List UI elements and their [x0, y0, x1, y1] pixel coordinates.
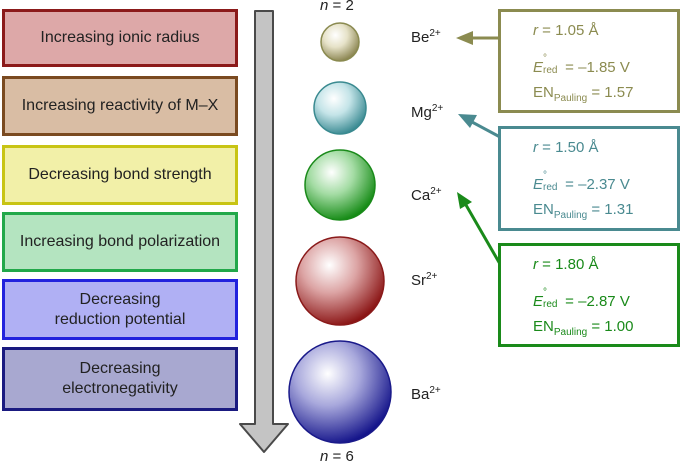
en-subscript: Pauling — [553, 327, 588, 338]
radius-symbol: r — [533, 256, 538, 273]
en-value: = 1.57 — [587, 84, 634, 101]
potential-symbol: E — [533, 176, 544, 193]
arrow-be — [456, 31, 498, 45]
radius-value: = 1.05 Å — [538, 22, 599, 39]
potential-value: = –2.37 V — [561, 176, 630, 193]
potential-subscript: red — [543, 299, 558, 310]
potential-symbol: E — [533, 293, 544, 310]
trend-ionic-radius: Increasing ionic radius — [2, 9, 238, 67]
potential-standard-mark: ° — [543, 53, 548, 64]
ion-charge: 2+ — [429, 385, 441, 396]
en-value: = 1.31 — [587, 201, 634, 218]
en-subscript: Pauling — [553, 210, 588, 221]
ion-symbol: Ca — [411, 187, 431, 204]
ion-symbol: Ba — [411, 386, 430, 403]
en-subscript: Pauling — [553, 93, 588, 104]
trend-label: Decreasing bond strength — [28, 166, 212, 183]
n-value: = 2 — [328, 0, 354, 14]
trend-label: Decreasing reduction potential — [54, 290, 186, 328]
ion-label-sr: Sr2+ — [411, 271, 437, 289]
en-value: = 1.00 — [587, 318, 634, 335]
radius-symbol: r — [533, 139, 538, 156]
ion-symbol: Sr — [411, 272, 426, 289]
n-value: = 6 — [328, 448, 354, 465]
radius-symbol: r — [533, 22, 538, 39]
en-symbol: EN — [533, 84, 554, 101]
ion-symbol: Be — [411, 29, 430, 46]
trend-electronegativity: Decreasing electronegativity — [2, 347, 238, 411]
sphere-ca — [304, 149, 376, 221]
potential-subscript: red — [543, 65, 558, 76]
potential-subscript: red — [543, 182, 558, 193]
trend-bond-strength: Decreasing bond strength — [2, 145, 238, 205]
potential-standard-mark: ° — [543, 170, 548, 181]
ion-charge: 2+ — [426, 271, 438, 282]
ion-charge: 2+ — [430, 186, 442, 197]
trend-label: Increasing ionic radius — [40, 29, 200, 46]
potential-standard-mark: ° — [543, 287, 548, 298]
sphere-be — [320, 22, 360, 62]
sphere-mg — [313, 81, 367, 135]
arrow-mg — [458, 114, 501, 139]
ion-charge: 2+ — [431, 103, 444, 114]
trend-label: Increasing reactivity of M–X — [21, 97, 219, 114]
ion-label-be: Be2+ — [411, 28, 441, 46]
property-card-be: r = 1.05 Å E°red = –1.85 V ENPauling = 1… — [498, 9, 680, 113]
n-var: n — [320, 448, 329, 465]
en-symbol: EN — [533, 318, 554, 335]
trend-down-arrow — [239, 10, 289, 453]
ion-charge: 2+ — [429, 28, 441, 39]
trend-bond-polarization: Increasing bond polarization — [2, 212, 238, 272]
ion-label-ba: Ba2+ — [411, 385, 441, 403]
property-card-ca: r = 1.80 Å E°red = –2.87 V ENPauling = 1… — [498, 243, 680, 347]
n-var: n — [320, 0, 329, 14]
ion-label-ca: Ca2+ — [411, 186, 442, 204]
trend-label: Increasing bond polarization — [19, 233, 221, 250]
potential-value: = –1.85 V — [561, 59, 630, 76]
ion-symbol: Mg — [411, 104, 432, 121]
en-symbol: EN — [533, 201, 554, 218]
property-card-mg: r = 1.50 Å E°red = –2.37 V ENPauling = 1… — [498, 126, 680, 231]
n-top-label: n = 2 — [320, 0, 354, 14]
n-bottom-label: n = 6 — [320, 448, 354, 465]
trend-label: Decreasing electronegativity — [62, 360, 178, 397]
trend-reactivity: Increasing reactivity of M–X — [2, 76, 238, 136]
trend-reduction-potential: Decreasing reduction potential — [2, 279, 238, 340]
sphere-sr — [295, 236, 385, 326]
sphere-ba — [288, 340, 392, 444]
radius-value: = 1.80 Å — [538, 256, 599, 273]
arrow-ca — [457, 192, 502, 265]
ion-label-mg: Mg2+ — [411, 103, 443, 121]
potential-symbol: E — [533, 59, 544, 76]
potential-value: = –2.87 V — [561, 293, 630, 310]
radius-value: = 1.50 Å — [538, 139, 599, 156]
